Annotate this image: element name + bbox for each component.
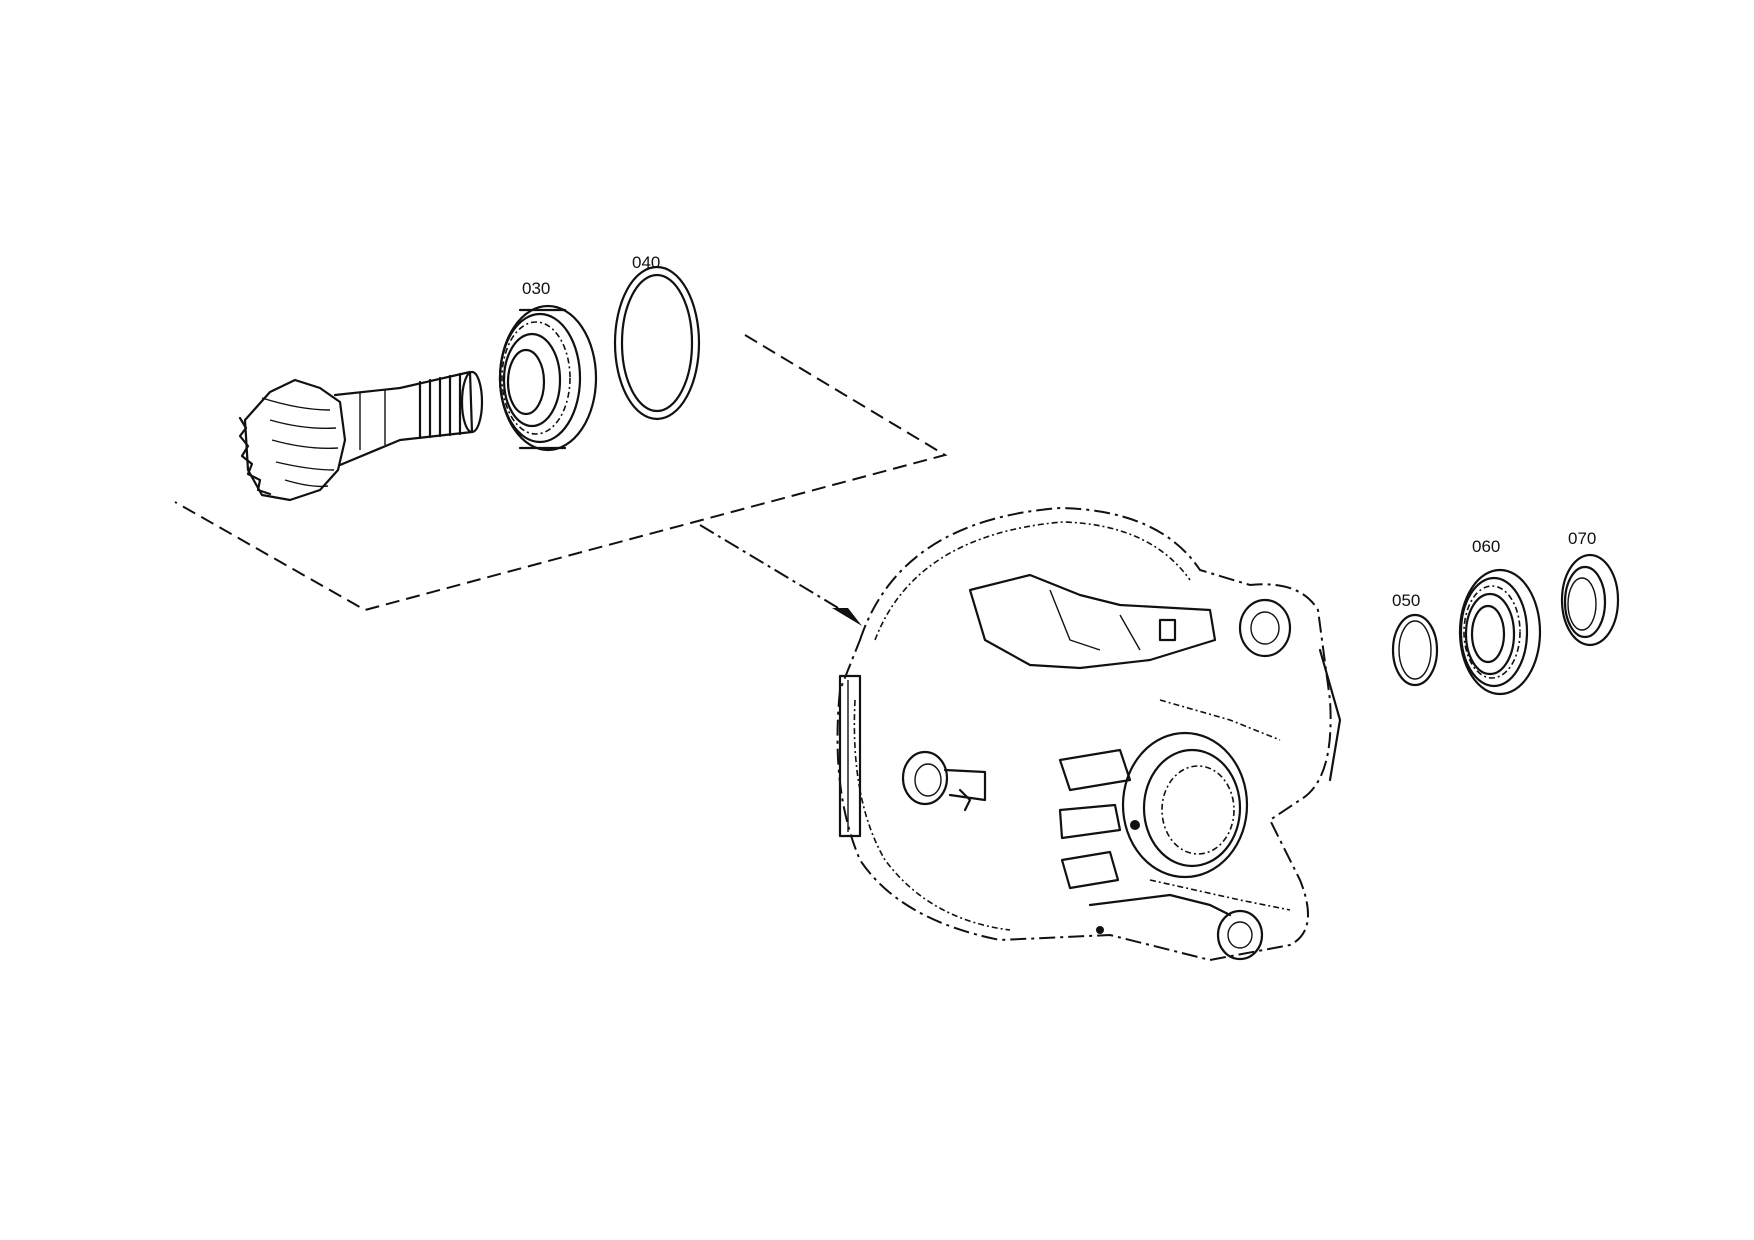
bevel-pinion-shaft bbox=[238, 370, 484, 502]
bearing-030 bbox=[498, 304, 598, 452]
callout-050: 050 bbox=[1392, 591, 1421, 610]
callout-070: 070 bbox=[1568, 529, 1597, 548]
snap-ring-050 bbox=[1391, 613, 1439, 687]
seal-ring-070 bbox=[1560, 553, 1620, 647]
axle-housing bbox=[836, 506, 1342, 962]
bearing-060 bbox=[1458, 568, 1542, 696]
ring-040 bbox=[613, 265, 701, 421]
assembly-guide-lines bbox=[174, 334, 948, 626]
callout-030: 030 bbox=[522, 279, 551, 298]
drain-plug bbox=[901, 750, 987, 812]
insert-arrow-icon bbox=[832, 608, 862, 626]
callout-040: 040 bbox=[632, 253, 661, 272]
callout-060: 060 bbox=[1472, 537, 1501, 556]
